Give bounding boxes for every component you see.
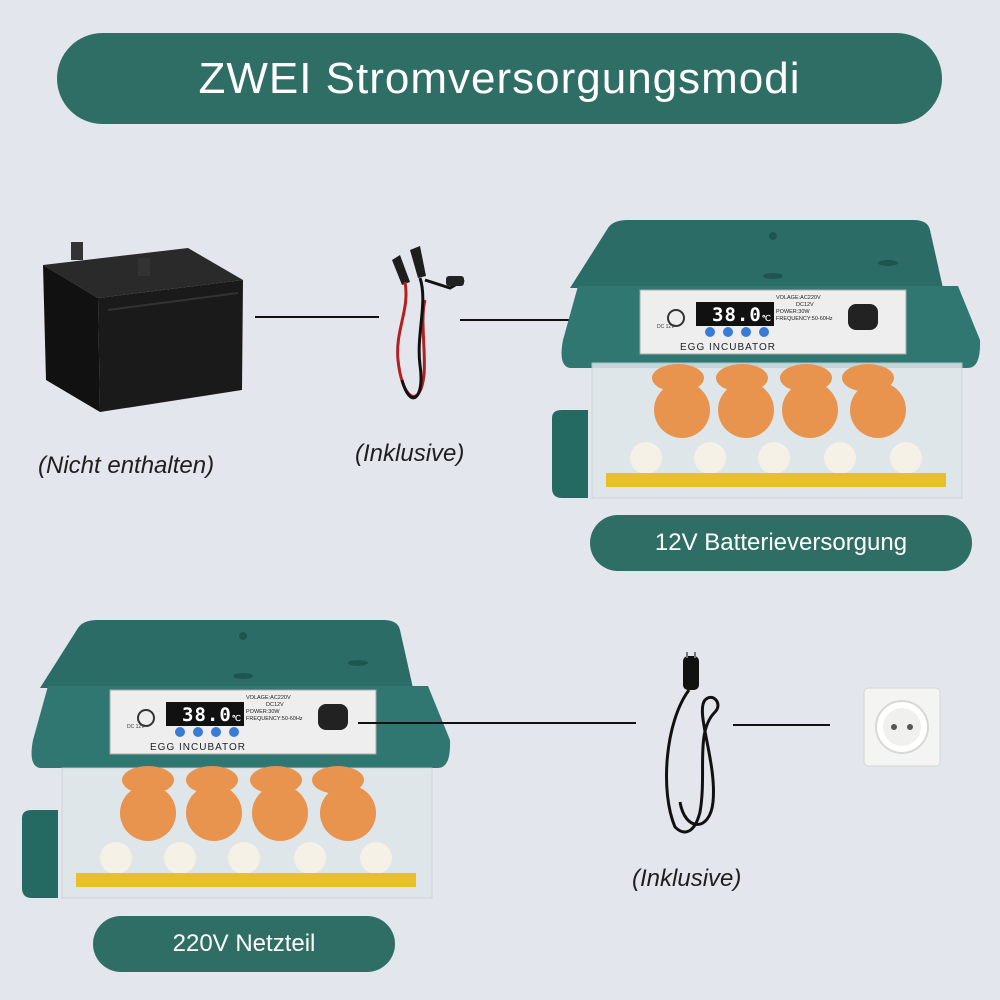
spec-label: VOLAGE:AC220V DC12V POWER:30W FREQUENCY:…: [776, 295, 833, 322]
temperature-display: 38.0℃: [712, 304, 772, 326]
temperature-display: 38.0℃: [182, 704, 242, 726]
dc-input-label: DC 12V: [657, 324, 675, 330]
brand-label: EGG INCUBATOR: [680, 342, 776, 353]
car-battery-image: [38, 240, 248, 420]
incubator-image: [548, 218, 988, 503]
incubator-image: [18, 618, 458, 903]
wall-socket-image: [862, 686, 942, 768]
battery-caption: (Nicht enthalten): [38, 452, 215, 479]
dc-input-label: DC 12V: [127, 724, 145, 730]
title-banner: ZWEI Stromversorgungsmodi: [57, 33, 942, 124]
cable-caption: (Inklusive): [632, 865, 742, 892]
connector-line: [358, 722, 636, 724]
mode-label-12v: 12V Batterieversorgung: [590, 515, 972, 571]
brand-label: EGG INCUBATOR: [150, 742, 246, 753]
clamp-cable-image: [380, 240, 470, 415]
connector-line: [733, 724, 830, 726]
clamps-caption: (Inklusive): [355, 440, 465, 467]
page-title: ZWEI Stromversorgungsmodi: [198, 53, 801, 103]
connector-line: [460, 319, 670, 321]
power-cable-image: [655, 652, 730, 837]
spec-label: VOLAGE:AC220V DC12V POWER:30W FREQUENCY:…: [246, 695, 303, 722]
connector-line: [255, 316, 379, 318]
mode-label-220v: 220V Netzteil: [93, 916, 395, 972]
